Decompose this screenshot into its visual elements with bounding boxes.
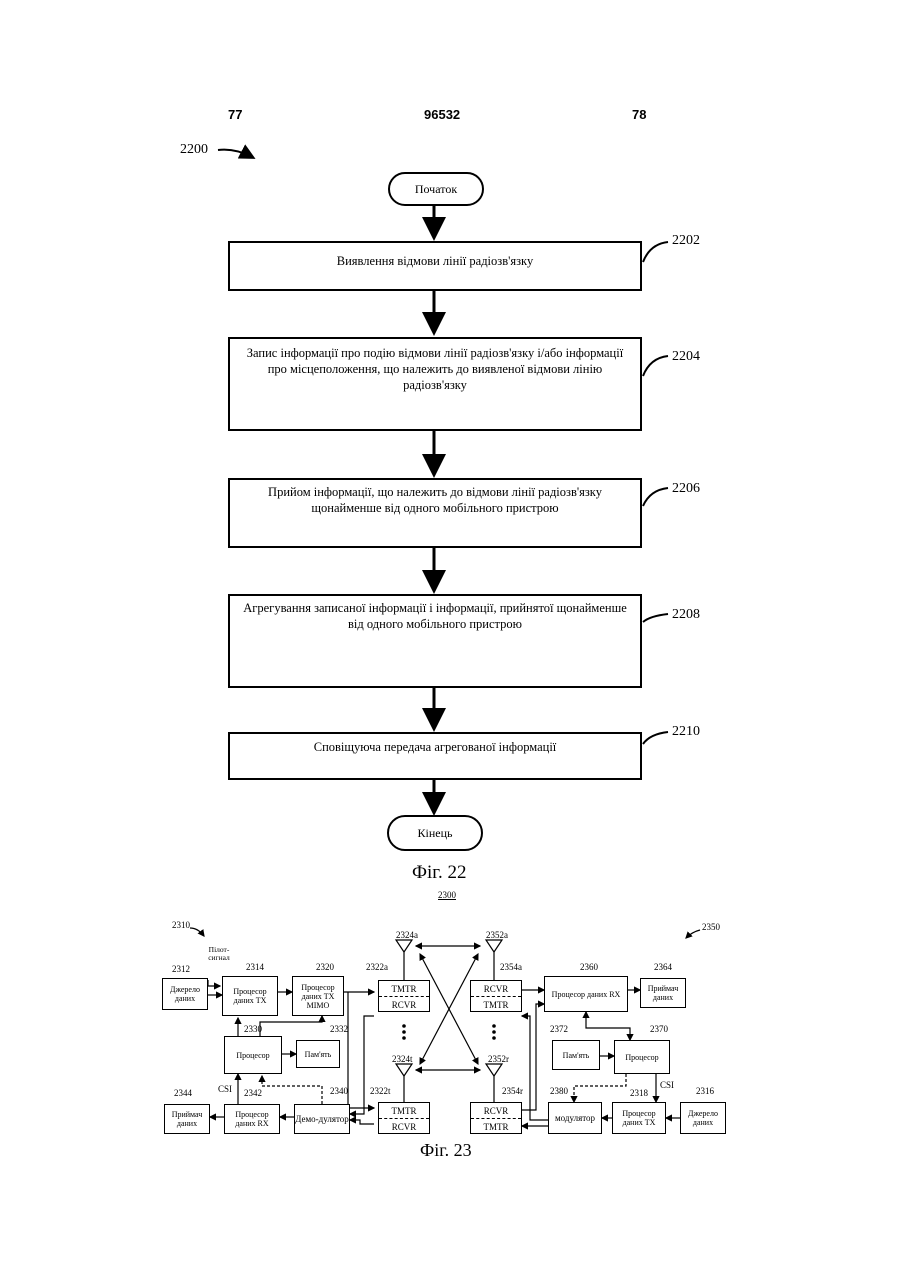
fig22-caption: Фіг. 22 [412, 862, 466, 884]
ref-2344: 2344 [174, 1088, 192, 1098]
step-2210-text: Сповіщуюча передача агрегованої інформац… [314, 740, 557, 754]
memory-2332: Пам'ять [296, 1040, 340, 1068]
step-2202-text: Виявлення відмови лінії радіозв'язку [337, 254, 533, 268]
ref-2322a: 2322a [366, 962, 388, 972]
ref-2312: 2312 [172, 964, 190, 974]
ref-2354r: 2354r [502, 1086, 523, 1096]
csi-right: CSI [660, 1080, 674, 1090]
data-source-2312: Джерело даних [162, 978, 208, 1010]
ref-2322t: 2322t [370, 1086, 391, 1096]
end-terminal: Кінець [387, 815, 483, 851]
ref-2352r: 2352r [488, 1054, 509, 1064]
processor-2330: Процесор [224, 1036, 282, 1074]
tmtr-label: TMTR [379, 1103, 429, 1119]
ref-2354a: 2354a [500, 962, 522, 972]
tmtr-label: TMTR [379, 981, 429, 997]
ref-2380: 2380 [550, 1086, 568, 1096]
ref-2324a: 2324a [396, 930, 418, 940]
start-terminal: Початок [388, 172, 484, 206]
fig23-left-ref: 2310 [172, 920, 190, 930]
end-label: Кінець [418, 826, 453, 841]
fig23-caption: Фіг. 23 [420, 1140, 472, 1161]
data-sink-2364: Приймач даних [640, 978, 686, 1008]
transceiver-2354a: RCVR TMTR [470, 980, 522, 1012]
tmtr-label: TMTR [471, 1119, 521, 1134]
ref-2318: 2318 [630, 1088, 648, 1098]
fig23-right-ref: 2350 [702, 922, 720, 932]
transceiver-2322t: TMTR RCVR [378, 1102, 430, 1134]
memory-2372: Пам'ять [552, 1040, 600, 1070]
csi-left: CSI [218, 1084, 232, 1094]
demodulator-2340: Демо-дулятор [294, 1104, 350, 1134]
processor-2370: Процесор [614, 1040, 670, 1074]
step-2204-text: Запис інформації про подію відмови лінії… [247, 346, 623, 392]
ref-2352a: 2352a [486, 930, 508, 940]
tx-mimo-processor-2320: Процесор даних TX MIMO [292, 976, 344, 1016]
step-2204-ref: 2204 [672, 349, 700, 365]
step-2202: Виявлення відмови лінії радіозв'язку [228, 241, 642, 291]
ref-2372: 2372 [550, 1024, 568, 1034]
ref-2364: 2364 [654, 962, 672, 972]
rcvr-label: RCVR [471, 981, 521, 997]
rcvr-label: RCVR [471, 1103, 521, 1119]
rx-data-processor-2342: Процесор даних RX [224, 1104, 280, 1134]
ref-2320: 2320 [316, 962, 334, 972]
rcvr-label: RCVR [379, 1119, 429, 1134]
pilot-label: Пілот-сигнал [204, 946, 234, 962]
fig23-ref: 2300 [438, 890, 456, 900]
tx-data-processor-2318: Процесор даних TX [612, 1102, 666, 1134]
data-source-2316: Джерело даних [680, 1102, 726, 1134]
ref-2370: 2370 [650, 1024, 668, 1034]
start-label: Початок [415, 182, 457, 197]
step-2208-text: Агрегування записаної інформації і інфор… [243, 601, 627, 631]
fig22-ref: 2200 [180, 142, 208, 158]
step-2208: Агрегування записаної інформації і інфор… [228, 594, 642, 688]
step-2210-ref: 2210 [672, 724, 700, 740]
modulator-2380: модулятор [548, 1102, 602, 1134]
ref-2332: 2332 [330, 1024, 348, 1034]
rcvr-label: RCVR [379, 997, 429, 1012]
step-2206: Прийом інформації, що належить до відмов… [228, 478, 642, 548]
step-2208-ref: 2208 [672, 607, 700, 623]
ref-2342: 2342 [244, 1088, 262, 1098]
step-2204: Запис інформації про подію відмови лінії… [228, 337, 642, 431]
step-2202-ref: 2202 [672, 233, 700, 249]
ref-2340: 2340 [330, 1086, 348, 1096]
ref-2324t: 2324t [392, 1054, 413, 1064]
transceiver-2322a: TMTR RCVR [378, 980, 430, 1012]
step-2206-ref: 2206 [672, 481, 700, 497]
rx-data-processor-2360: Процесор даних RX [544, 976, 628, 1012]
tmtr-label: TMTR [471, 997, 521, 1012]
data-sink-2344: Приймач даних [164, 1104, 210, 1134]
step-2206-text: Прийом інформації, що належить до відмов… [268, 485, 602, 515]
ref-2316: 2316 [696, 1086, 714, 1096]
ref-2330: 2330 [244, 1024, 262, 1034]
step-2210: Сповіщуюча передача агрегованої інформац… [228, 732, 642, 780]
ref-2314: 2314 [246, 962, 264, 972]
ref-2360: 2360 [580, 962, 598, 972]
tx-data-processor-2314: Процесор даних TX [222, 976, 278, 1016]
transceiver-2354r: RCVR TMTR [470, 1102, 522, 1134]
